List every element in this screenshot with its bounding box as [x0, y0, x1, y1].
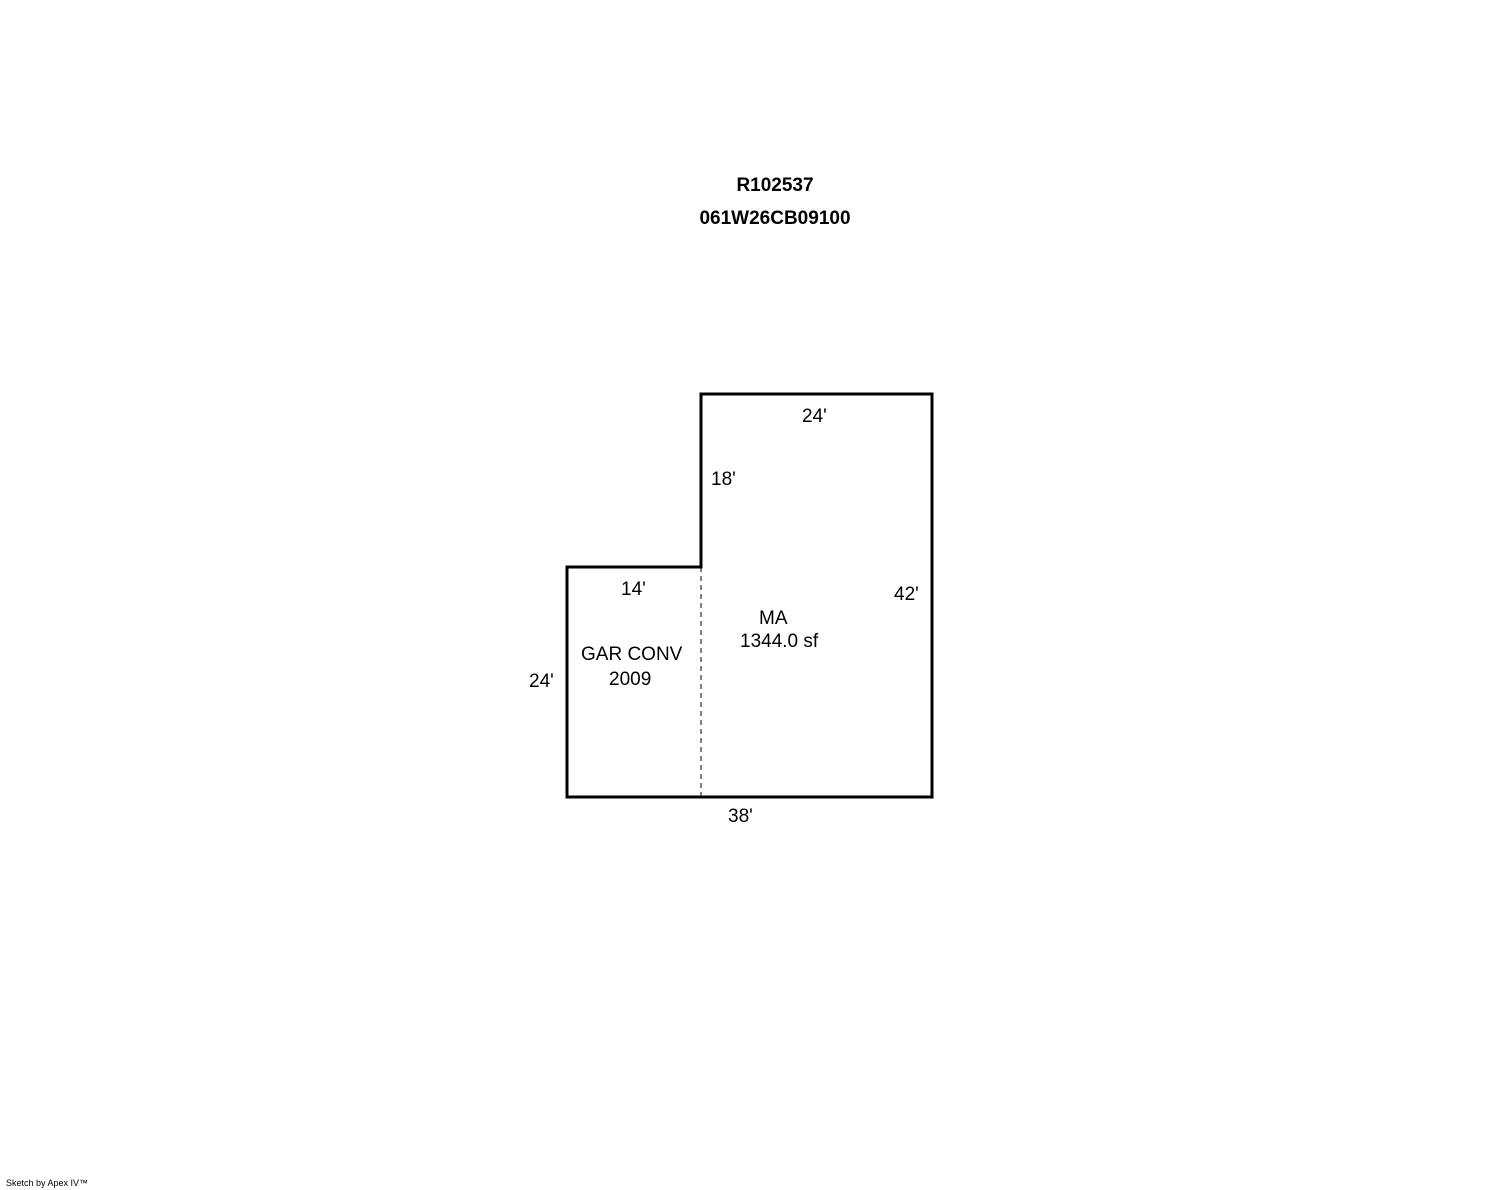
dimension-inner-vertical: 18': [711, 469, 736, 490]
software-credit: Sketch by Apex IV™: [6, 1178, 89, 1188]
dimension-step: 14': [621, 579, 646, 600]
dimension-left: 24': [529, 671, 554, 692]
main-area-code: MA: [759, 608, 788, 629]
dimension-right: 42': [894, 584, 919, 605]
dimension-top: 24': [802, 406, 827, 427]
garage-area-year: 2009: [609, 669, 652, 690]
garage-area-name: GAR CONV: [581, 644, 683, 665]
map-number: 061W26CB09100: [699, 208, 851, 229]
dimension-bottom: 38': [728, 806, 753, 827]
account-id: R102537: [736, 175, 814, 196]
main-area-size: 1344.0 sf: [740, 631, 819, 652]
